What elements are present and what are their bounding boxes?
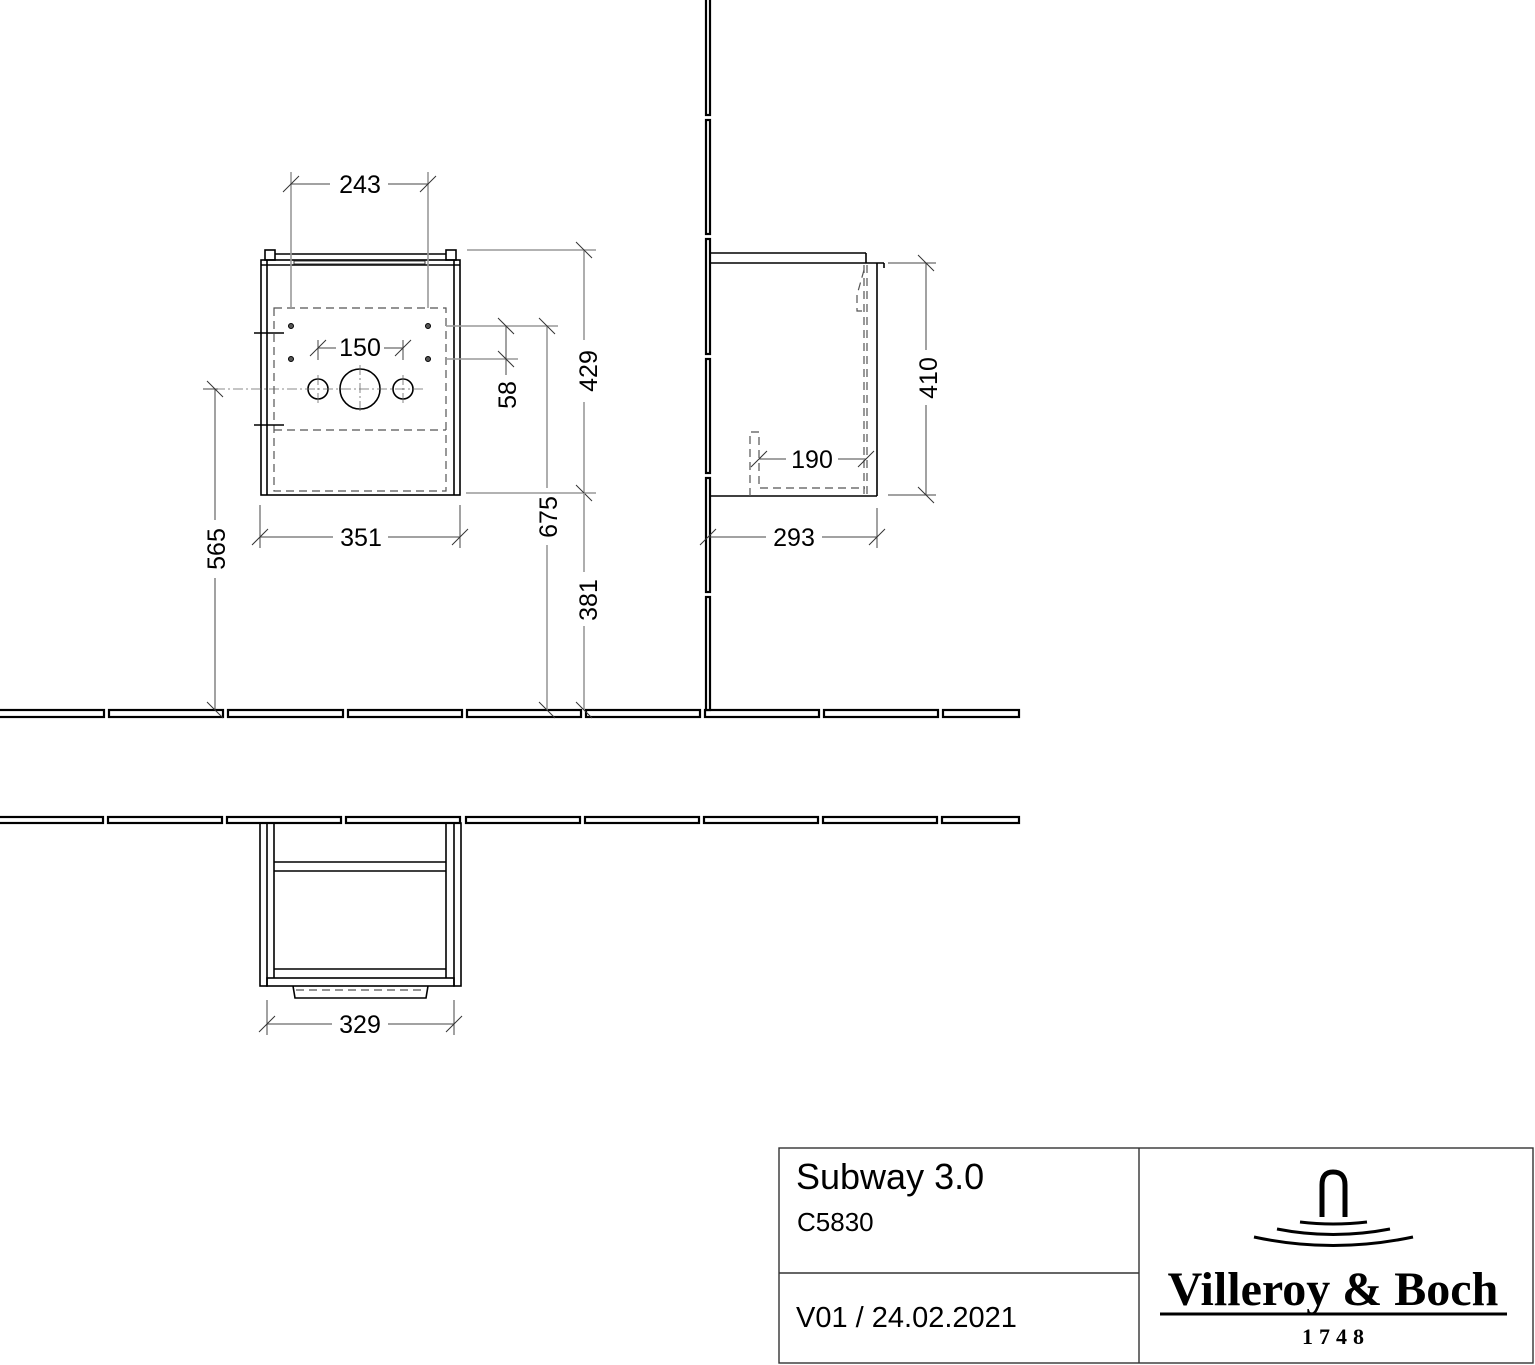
dim-329: 329 <box>339 1011 381 1039</box>
dim-58: 58 <box>494 381 522 409</box>
dim-243: 243 <box>339 171 381 199</box>
dim-150: 150 <box>339 334 381 362</box>
wall-line-side <box>704 0 712 712</box>
plan-view-cabinet <box>259 822 462 999</box>
front-view-cabinet <box>215 249 461 496</box>
front-view-dimensions: 243 150 58 429 675 381 <box>203 171 603 719</box>
brand-name: Villeroy & Boch <box>1168 1263 1499 1316</box>
version-date: V01 / 24.02.2021 <box>796 1302 1017 1334</box>
dim-351: 351 <box>340 524 382 552</box>
fountain-arch-logo-icon <box>1253 1169 1414 1247</box>
dim-565: 565 <box>203 528 231 570</box>
product-code: C5830 <box>797 1207 874 1237</box>
title-block: Subway 3.0 C5830 V01 / 24.02.2021 Viller… <box>778 1147 1534 1364</box>
brand-year: 1748 <box>1302 1324 1370 1349</box>
dim-190: 190 <box>791 446 833 474</box>
dim-410: 410 <box>915 357 943 399</box>
wall-line-plan <box>0 815 1021 825</box>
dim-381: 381 <box>575 579 603 621</box>
dim-429: 429 <box>575 350 603 392</box>
floor-line-elevation <box>0 708 1021 719</box>
dim-293: 293 <box>773 524 815 552</box>
side-view-cabinet <box>711 252 885 497</box>
side-view-dimensions: 410 190 293 <box>699 254 943 552</box>
plan-view-dimensions: 329 <box>258 1000 463 1039</box>
dim-675: 675 <box>535 496 563 538</box>
product-name: Subway 3.0 <box>796 1156 984 1197</box>
